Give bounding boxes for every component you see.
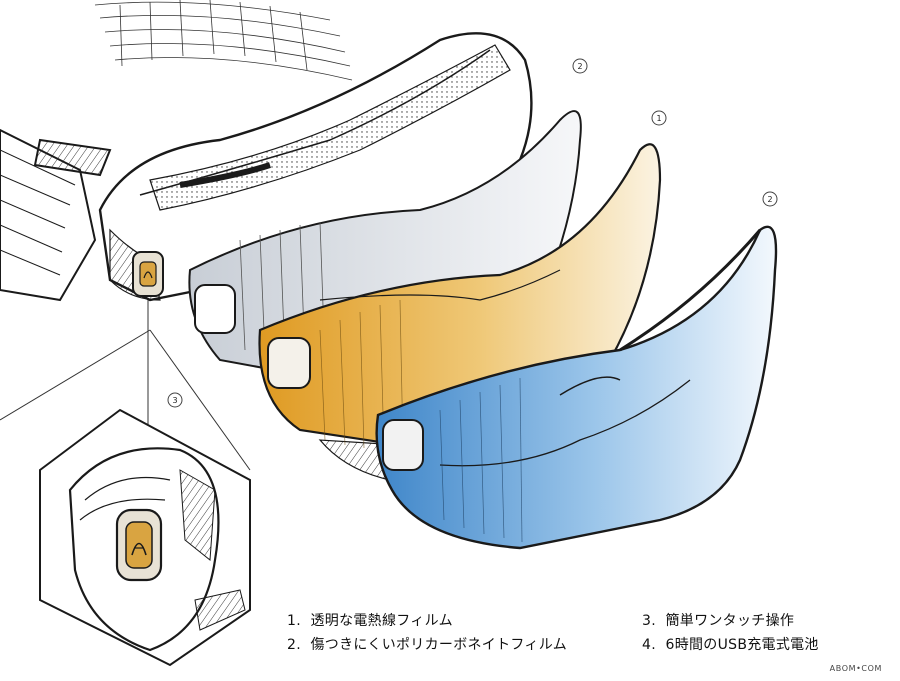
legend-item-1: 1. 透明な電熱線フィルム xyxy=(287,610,453,630)
detail-inset xyxy=(39,408,251,667)
legend-item-3-text: 簡単ワンタッチ操作 xyxy=(665,613,795,629)
legend-item-1-number: 1. xyxy=(287,613,301,629)
callout-detail-label: 3 xyxy=(172,396,177,405)
legend-item-4-number: 4. xyxy=(642,637,656,653)
strap-mesh xyxy=(94,0,353,81)
front-lens xyxy=(375,225,778,550)
legend-item-4-text: 6時間のUSB充電式電池 xyxy=(665,637,819,653)
callout-mid-lens-label: 1 xyxy=(656,114,661,123)
legend-item-3-number: 3. xyxy=(642,613,656,629)
frame-button xyxy=(132,251,164,297)
left-strap xyxy=(0,128,112,302)
legend-item-3: 3. 簡単ワンタッチ操作 xyxy=(642,610,794,630)
detail-leader-lines xyxy=(0,300,251,471)
legend-item-2-number: 2. xyxy=(287,637,301,653)
callout-back-lens-label: 2 xyxy=(577,62,582,71)
callout-front-lens-label: 2 xyxy=(767,195,772,204)
callout-front-lens: 2 xyxy=(762,191,778,207)
legend-item-1-text: 透明な電熱線フィルム xyxy=(310,613,453,629)
callout-detail: 3 xyxy=(167,392,183,408)
legend-item-2: 2. 傷つきにくいポリカーボネイトフィルム xyxy=(287,634,567,654)
legend-item-4: 4. 6時間のUSB充電式電池 xyxy=(642,634,819,654)
legend-item-2-text: 傷つきにくいポリカーボネイトフィルム xyxy=(310,637,568,653)
goggle-frame xyxy=(98,32,533,302)
credit-text: ABOM•COM xyxy=(829,664,882,673)
callout-back-lens: 2 xyxy=(572,58,588,74)
callout-mid-lens: 1 xyxy=(651,110,667,126)
